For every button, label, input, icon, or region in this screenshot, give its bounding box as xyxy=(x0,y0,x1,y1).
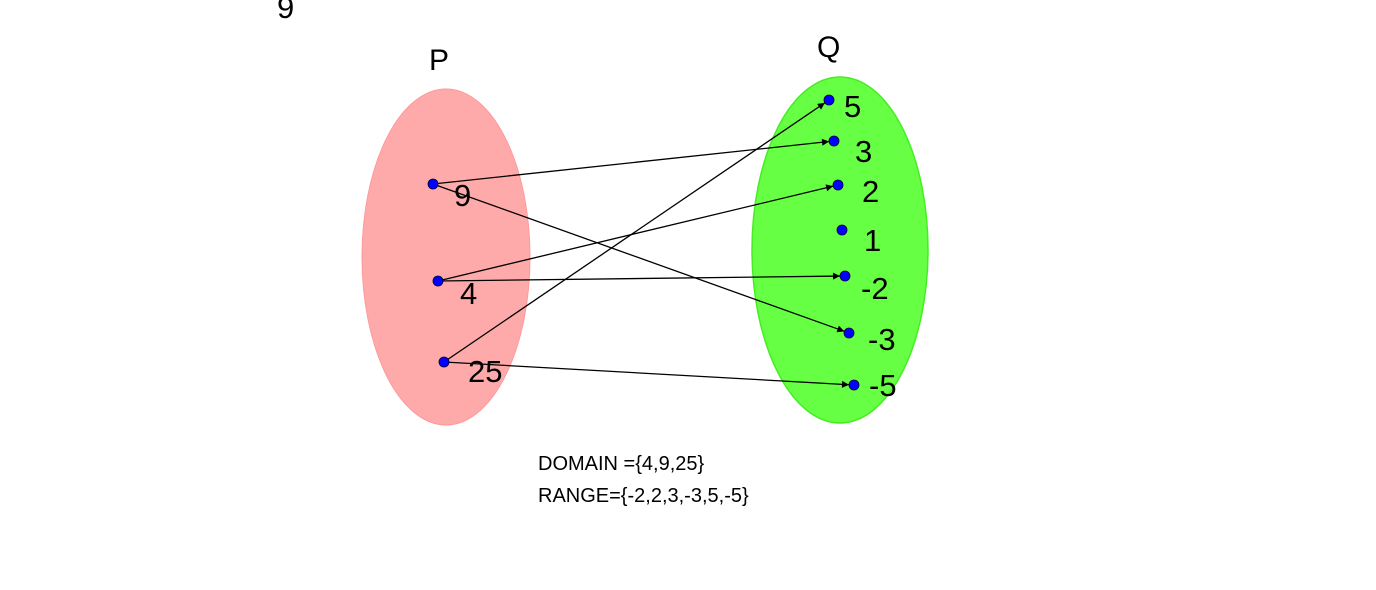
element-label-q: -5 xyxy=(869,368,897,403)
element-points xyxy=(427,94,860,391)
mapping-arrow xyxy=(432,183,845,333)
element-point-q xyxy=(839,270,851,282)
mapping-arrow xyxy=(437,272,841,282)
mapping-arrow xyxy=(432,138,830,185)
mapping-arrow xyxy=(443,361,850,388)
element-label-q: 3 xyxy=(855,134,872,169)
set-q-ellipse xyxy=(751,76,929,424)
element-label-q: 2 xyxy=(862,174,879,209)
element-point-q xyxy=(823,94,835,106)
set-p-ellipse xyxy=(361,88,531,426)
element-point-p xyxy=(432,275,444,287)
domain-text: DOMAIN ={4,9,25} xyxy=(538,453,705,475)
stray-label: 9 xyxy=(277,0,294,25)
element-point-q xyxy=(832,179,844,191)
element-label-p: 25 xyxy=(468,354,502,389)
element-label-q: 1 xyxy=(864,223,881,258)
range-text: RANGE={-2,2,3,-3,5,-5} xyxy=(538,485,749,507)
element-label-p: 4 xyxy=(460,276,477,311)
mapping-arrows xyxy=(432,102,850,388)
element-point-q xyxy=(836,224,848,236)
element-label-q: 5 xyxy=(844,89,861,124)
element-label-q: -2 xyxy=(861,271,889,306)
element-point-p xyxy=(427,178,439,190)
element-labels: 9 4 25 5 3 2 1 -2 -3 -5 xyxy=(454,89,897,403)
mapping-arrow xyxy=(443,102,826,363)
element-point-p xyxy=(438,356,450,368)
set-q-label: Q xyxy=(817,31,840,64)
element-point-q xyxy=(848,379,860,391)
element-label-q: -3 xyxy=(868,322,896,357)
set-p-label: P xyxy=(429,44,449,77)
element-label-p: 9 xyxy=(454,178,471,213)
element-point-q xyxy=(843,327,855,339)
mapping-arrow xyxy=(437,184,834,282)
element-point-q xyxy=(828,135,840,147)
